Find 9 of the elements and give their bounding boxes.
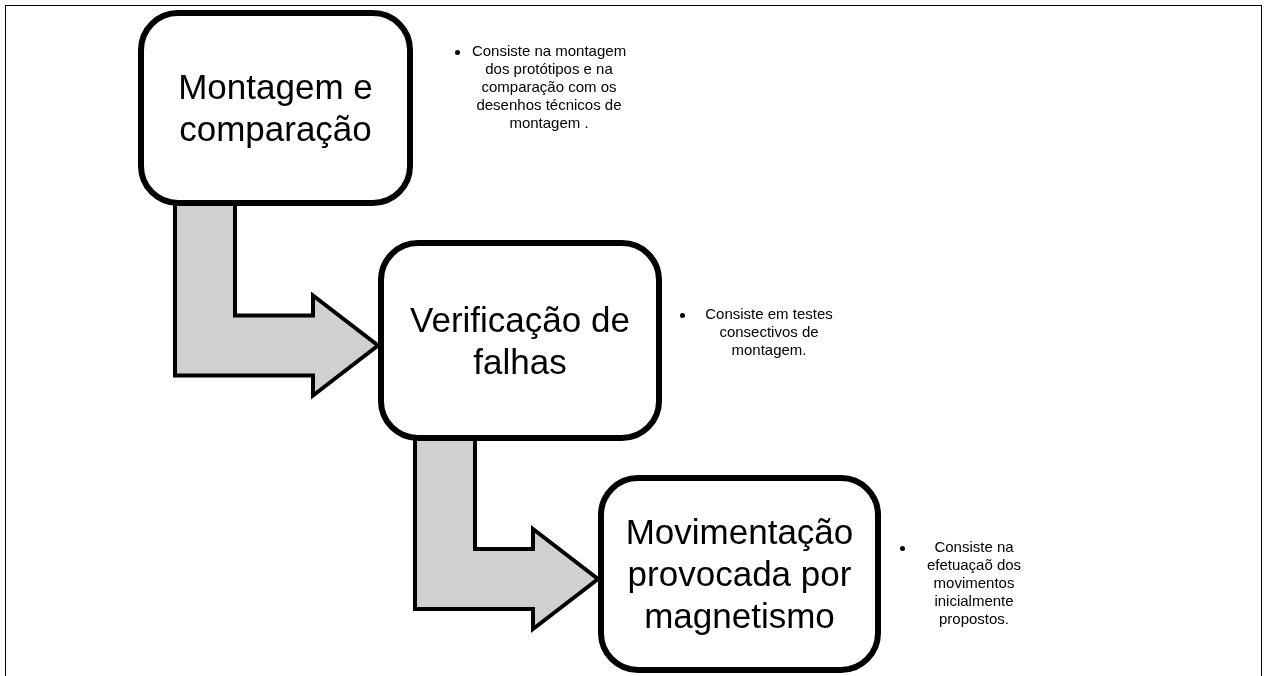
step-description: Consiste na montagem dos protótipos e na comparação com os desenhos técnicos de montagem . bbox=[470, 42, 628, 132]
process-box bbox=[378, 240, 662, 441]
step-title: Verificação de falhas bbox=[409, 298, 631, 383]
step-title: Movimentação provocada por magnetismo bbox=[624, 511, 855, 637]
step-description: Consiste em testes consectivos de montagem. bbox=[704, 305, 834, 359]
process-box bbox=[598, 475, 881, 673]
process-box bbox=[138, 10, 413, 206]
step-title: Montagem e comparação bbox=[177, 66, 374, 150]
step-description: Consiste na efetuaçaõ dos movimentos inicialmente propostos. bbox=[925, 538, 1023, 628]
